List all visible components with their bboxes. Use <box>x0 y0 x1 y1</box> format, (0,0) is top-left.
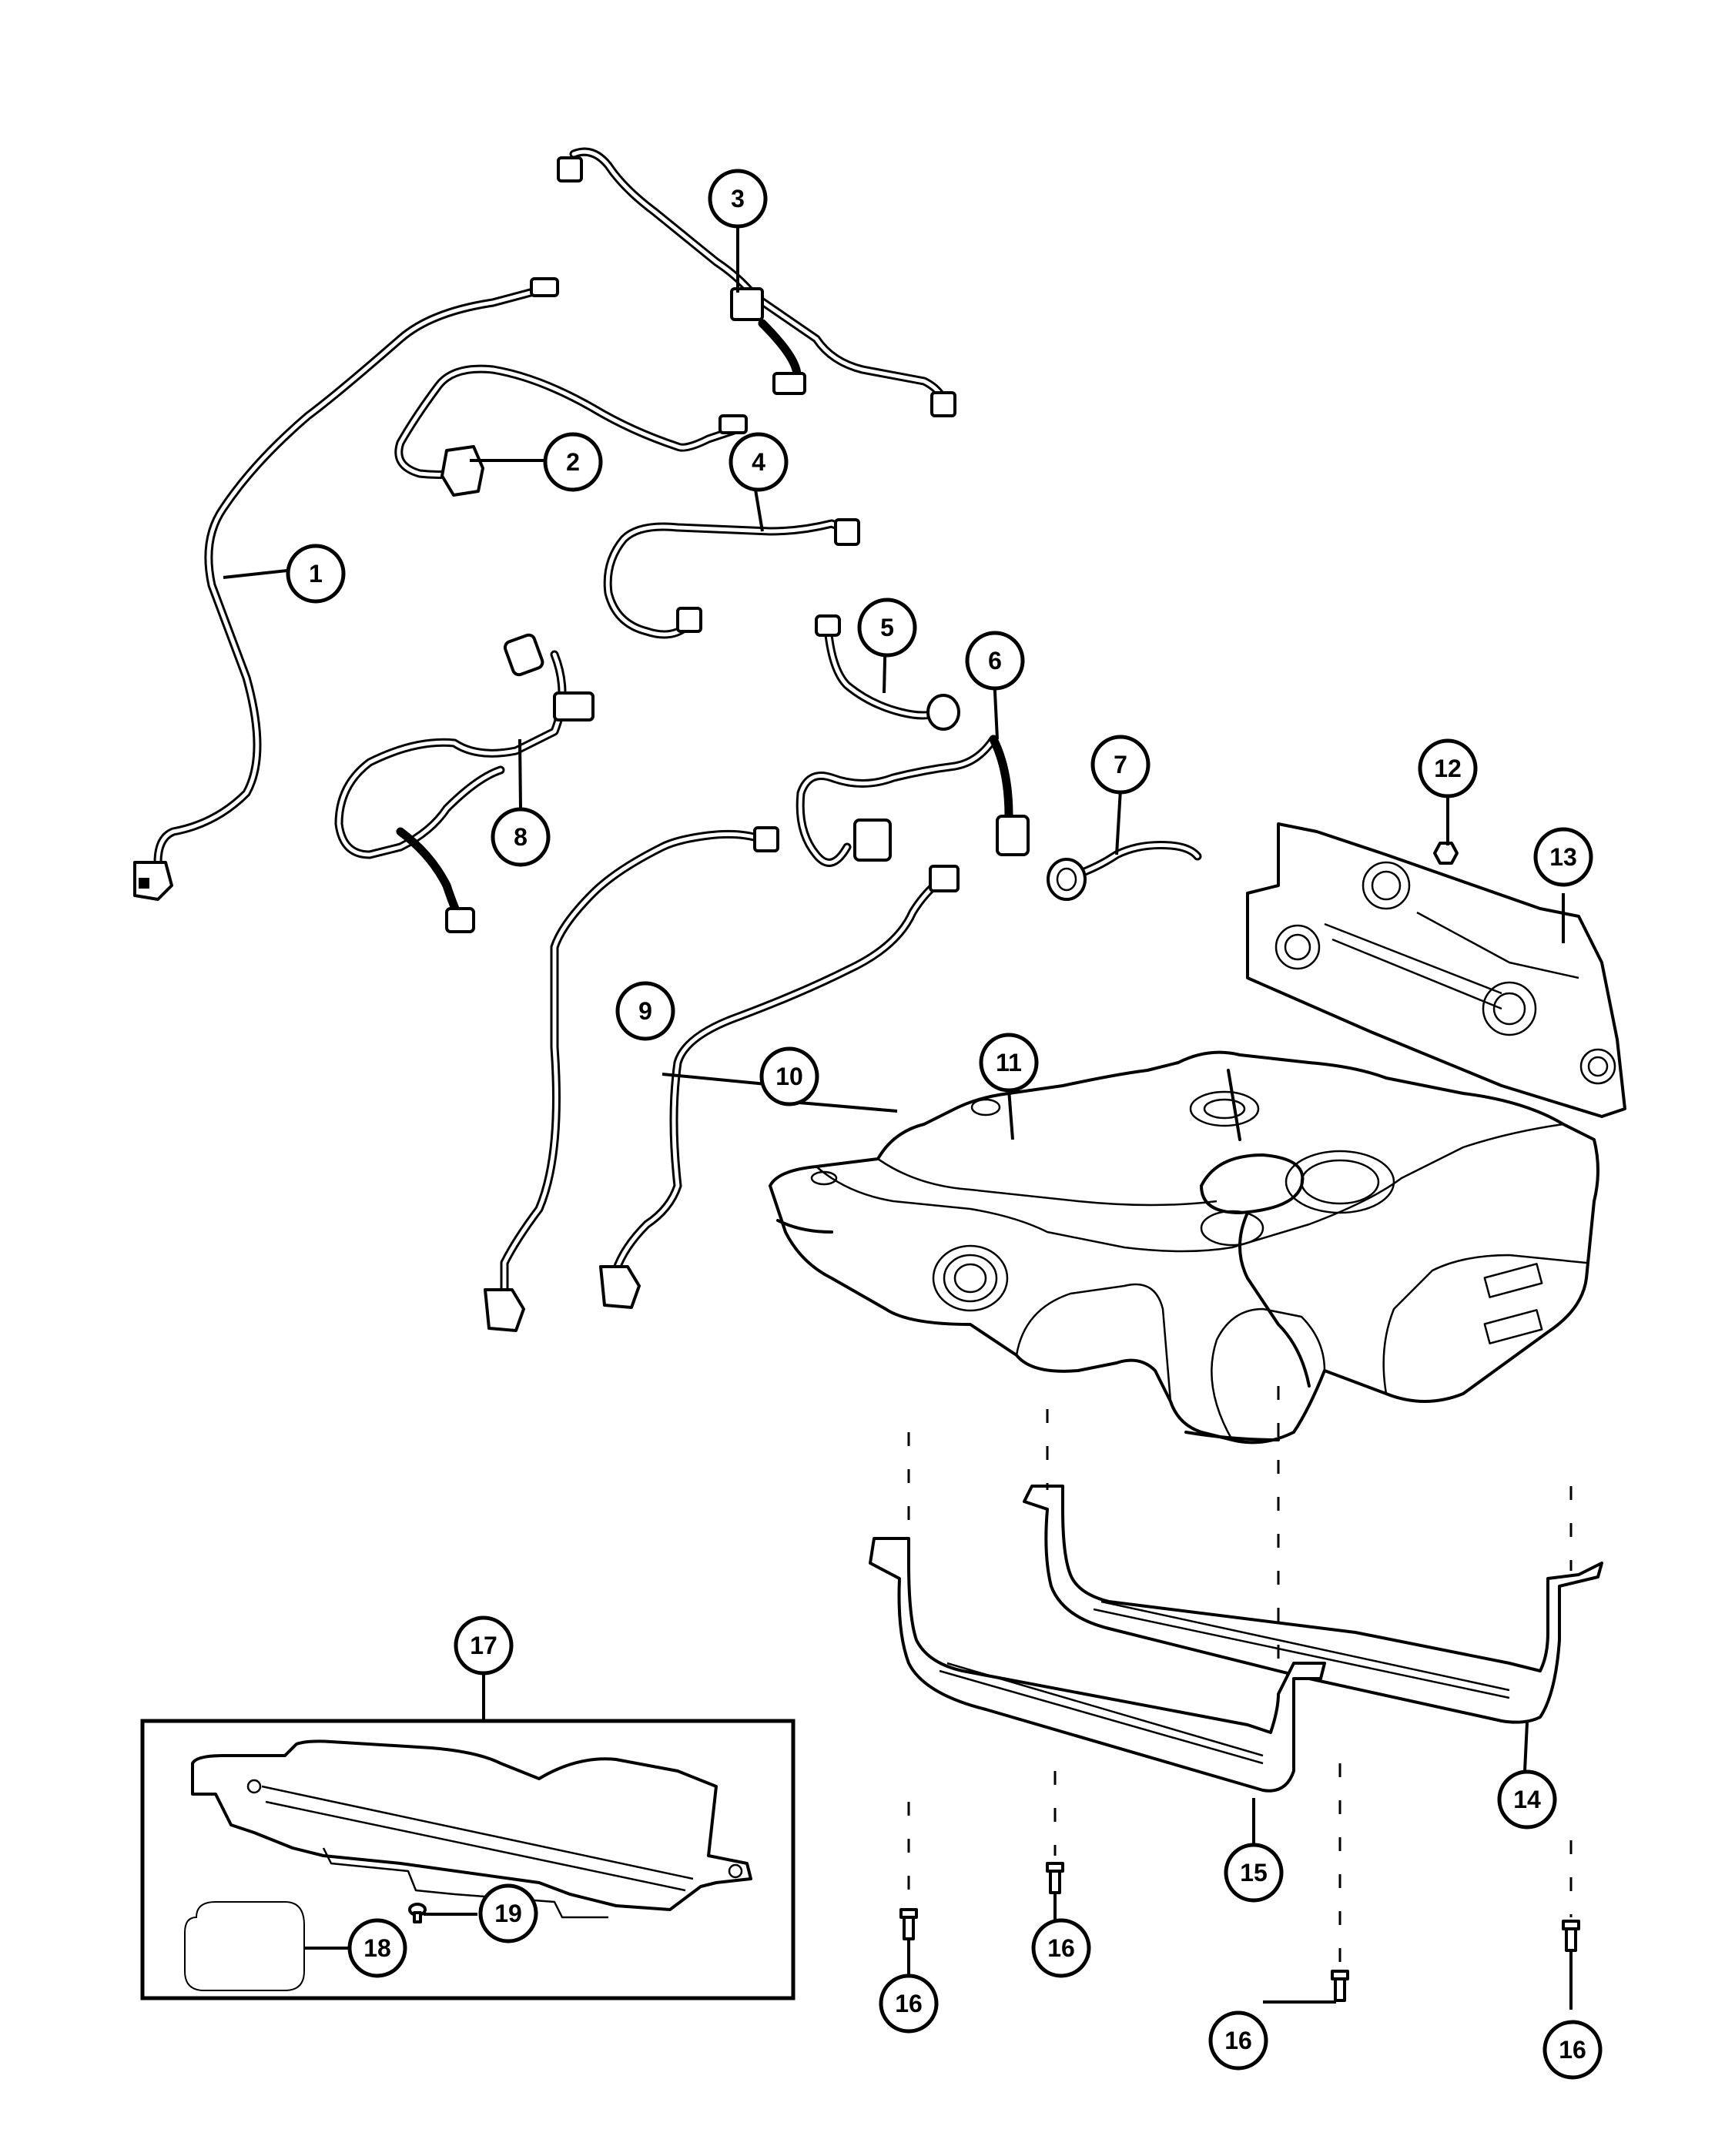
callout-9-label: 9 <box>638 997 652 1025</box>
callout-5-label: 5 <box>880 614 894 641</box>
part-9-fuel-line <box>484 826 779 1332</box>
part-8-filler-hose-assembly <box>334 633 595 933</box>
part-14-tank-strap <box>1023 1485 1603 1724</box>
callout-1-label: 1 <box>309 560 323 588</box>
callout-16b: 16 <box>1031 1918 1091 1978</box>
callout-16c-label: 16 <box>1224 2027 1252 2054</box>
callout-7-label: 7 <box>1114 751 1127 778</box>
callout-13-label: 13 <box>1549 843 1577 871</box>
callout-5: 5 <box>857 598 917 658</box>
callout-3: 3 <box>708 169 768 229</box>
callout-15-label: 15 <box>1240 1859 1268 1886</box>
alignment-lines <box>907 1386 1573 1971</box>
callout-13: 13 <box>1533 827 1593 887</box>
callout-17: 17 <box>454 1615 514 1676</box>
part-12-nut <box>1433 842 1459 865</box>
callout-1: 1 <box>286 544 346 604</box>
callout-9: 9 <box>615 981 675 1041</box>
callout-4: 4 <box>729 432 789 492</box>
part-15-tank-strap <box>869 1537 1326 1793</box>
callout-16d-label: 16 <box>1559 2036 1586 2064</box>
callout-3-label: 3 <box>731 185 745 213</box>
callout-18-label: 18 <box>363 1934 391 1962</box>
part-5-hose <box>815 614 960 731</box>
part-1-fuel-line <box>133 277 559 901</box>
part-10-fuel-line <box>599 865 960 1309</box>
part-11-fuel-tank <box>769 1050 1599 1445</box>
callout-6-label: 6 <box>988 647 1002 675</box>
callout-16a-label: 16 <box>895 1990 923 2017</box>
callout-19-label: 19 <box>494 1900 522 1927</box>
callout-6: 6 <box>965 631 1025 691</box>
callout-16a: 16 <box>879 1974 939 2034</box>
callout-14: 14 <box>1497 1769 1557 1830</box>
callout-8-label: 8 <box>514 823 528 851</box>
part-2-fuel-line <box>394 364 748 497</box>
part-16-bolts <box>899 1862 1580 2002</box>
part-7-hose <box>1047 841 1202 901</box>
part-13-heat-shield <box>1246 822 1626 1118</box>
callout-12: 12 <box>1418 738 1478 798</box>
callout-14-label: 14 <box>1513 1786 1541 1813</box>
callout-11: 11 <box>979 1033 1039 1093</box>
callout-2: 2 <box>543 432 603 492</box>
part-4-fuel-line <box>603 518 860 639</box>
callout-11-label: 11 <box>996 1049 1022 1076</box>
part-6-wire-harness <box>796 735 1030 867</box>
part-18-pad <box>184 1901 305 1991</box>
callout-19: 19 <box>478 1883 538 1943</box>
callout-8: 8 <box>491 807 551 867</box>
callout-16b-label: 16 <box>1047 1934 1075 1962</box>
callout-12-label: 12 <box>1434 755 1462 782</box>
callout-2-label: 2 <box>566 448 580 476</box>
callout-16c: 16 <box>1208 2010 1268 2071</box>
part-19-screw <box>408 1903 427 1923</box>
callout-16d: 16 <box>1542 2020 1603 2080</box>
callout-10-label: 10 <box>775 1063 803 1090</box>
callout-7: 7 <box>1090 735 1151 795</box>
callout-15: 15 <box>1224 1843 1284 1903</box>
callout-4-label: 4 <box>752 448 765 476</box>
callout-17-label: 17 <box>470 1632 497 1659</box>
callout-18: 18 <box>347 1918 407 1978</box>
callout-10: 10 <box>759 1046 819 1106</box>
